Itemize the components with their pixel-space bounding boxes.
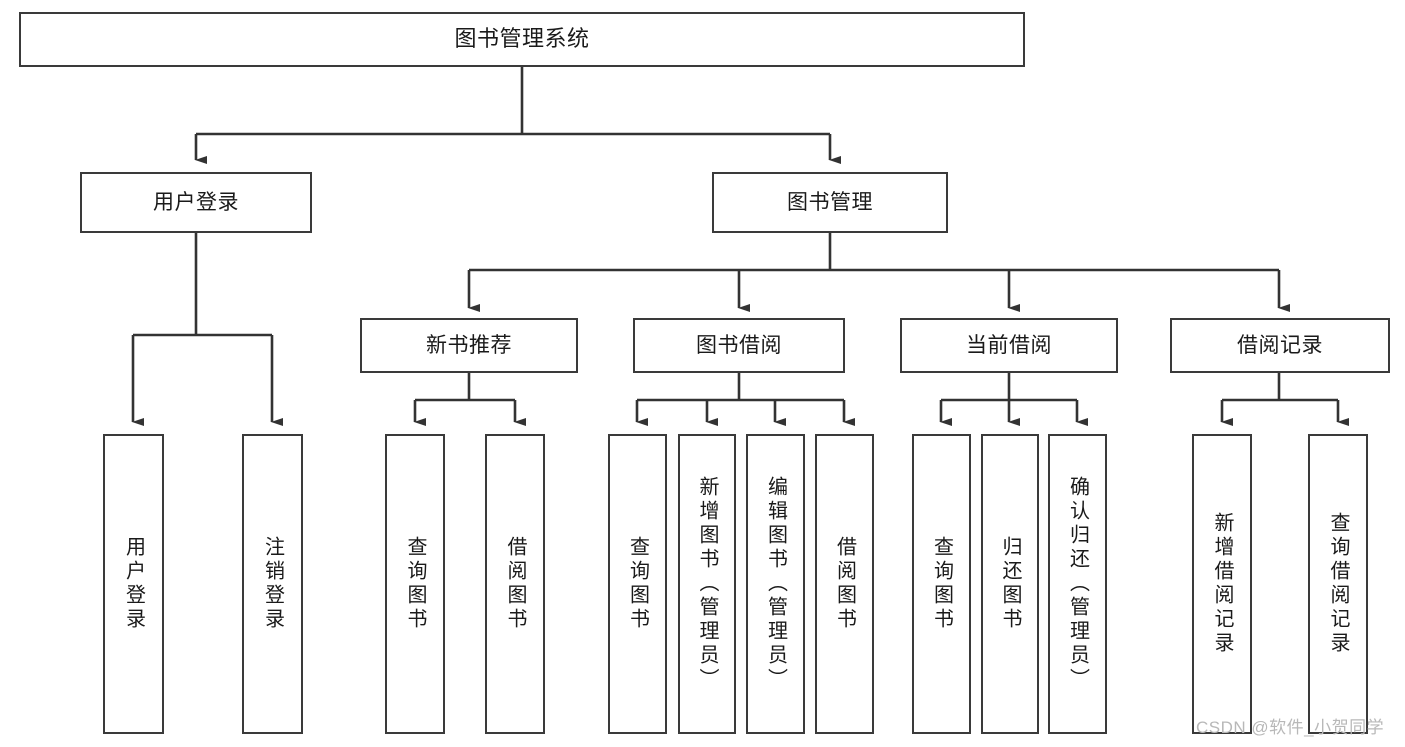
- node-label: 新增借阅记录: [1211, 512, 1233, 656]
- leaf-book-borrow-add-book-admin[interactable]: 新增图书（管理员）: [678, 434, 736, 734]
- node-label: 查询借阅记录: [1327, 512, 1349, 656]
- node-label: 用户登录: [122, 536, 145, 632]
- node-label: 借阅图书: [833, 536, 856, 632]
- leaf-current-borrow-query-book[interactable]: 查询图书: [912, 434, 971, 734]
- node-current-borrow[interactable]: 当前借阅: [900, 318, 1118, 373]
- node-root-book-management-system[interactable]: 图书管理系统: [19, 12, 1025, 67]
- node-label: 新增图书（管理员）: [696, 476, 718, 692]
- node-label: 新书推荐: [426, 333, 512, 357]
- node-label: 图书管理: [787, 190, 873, 214]
- leaf-borrow-record-query-record[interactable]: 查询借阅记录: [1308, 434, 1368, 734]
- node-label: 查询图书: [626, 536, 649, 632]
- node-label: 图书借阅: [696, 333, 782, 357]
- node-label: 借阅图书: [504, 536, 526, 632]
- leaf-new-book-query-book[interactable]: 查询图书: [385, 434, 445, 734]
- csdn-watermark: CSDN @软件_小贺同学: [1196, 718, 1385, 737]
- leaf-user-login-logout[interactable]: 注销登录: [242, 434, 303, 734]
- node-book-management[interactable]: 图书管理: [712, 172, 948, 233]
- node-label: 编辑图书（管理员）: [764, 476, 787, 692]
- node-label: 注销登录: [261, 536, 284, 632]
- node-label: 确认归还（管理员）: [1066, 476, 1089, 692]
- node-label: 借阅记录: [1237, 333, 1323, 357]
- leaf-book-borrow-query-book[interactable]: 查询图书: [608, 434, 667, 734]
- leaf-book-borrow-borrow-book[interactable]: 借阅图书: [815, 434, 874, 734]
- node-book-borrow[interactable]: 图书借阅: [633, 318, 845, 373]
- leaf-borrow-record-add-record[interactable]: 新增借阅记录: [1192, 434, 1252, 734]
- node-user-login[interactable]: 用户登录: [80, 172, 312, 233]
- leaf-current-borrow-confirm-return-admin[interactable]: 确认归还（管理员）: [1048, 434, 1107, 734]
- node-label: 查询图书: [930, 536, 953, 632]
- node-new-book-recommend[interactable]: 新书推荐: [360, 318, 578, 373]
- node-label: 查询图书: [404, 536, 426, 632]
- node-label: 用户登录: [153, 190, 239, 214]
- node-label: 图书管理系统: [454, 26, 590, 52]
- leaf-book-borrow-edit-book-admin[interactable]: 编辑图书（管理员）: [746, 434, 805, 734]
- node-label: 当前借阅: [966, 333, 1052, 357]
- leaf-user-login-login[interactable]: 用户登录: [103, 434, 164, 734]
- leaf-current-borrow-return-book[interactable]: 归还图书: [981, 434, 1039, 734]
- node-label: 归还图书: [999, 536, 1021, 632]
- node-borrow-record[interactable]: 借阅记录: [1170, 318, 1390, 373]
- leaf-new-book-borrow-book[interactable]: 借阅图书: [485, 434, 545, 734]
